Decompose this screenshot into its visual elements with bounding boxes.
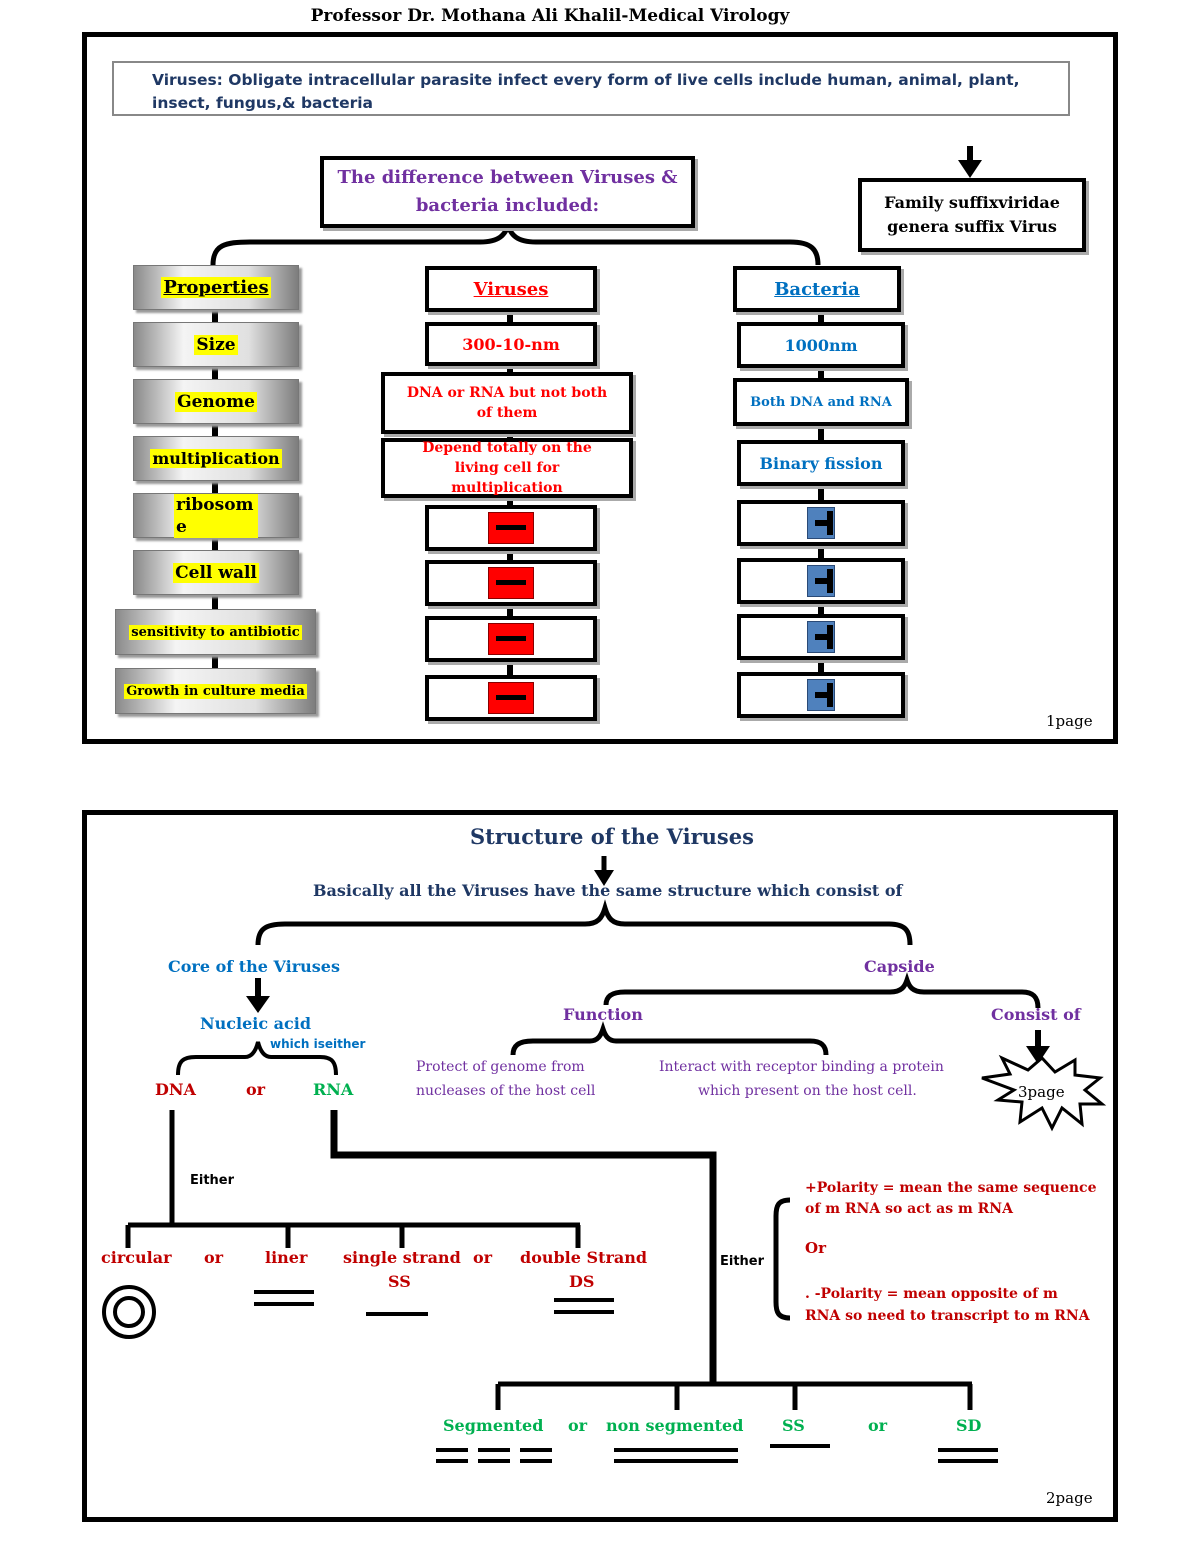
nucleic-acid-label: Nucleic acid <box>200 1014 312 1033</box>
minus-icon <box>488 623 534 655</box>
single-strand-label: single strand <box>343 1248 461 1267</box>
virus-cell-wall-box <box>425 560 597 606</box>
function-protect-line1: Protect of genome from <box>416 1059 585 1075</box>
page2-frame <box>82 810 1118 1522</box>
property-cell-wall: Cell wall <box>173 562 259 583</box>
property-ribosome: ribosome <box>174 493 258 538</box>
property-genome: Genome <box>175 391 257 412</box>
bacteria-multiplication: Binary fission <box>759 453 883 473</box>
virus-multiplication: Depend totally on the living cell for mu… <box>422 440 592 496</box>
virus-multiplication-box: Depend totally on the living cell for mu… <box>381 438 633 498</box>
document-header: Professor Dr. Mothana Ali Khalil-Medical… <box>310 6 790 26</box>
bacteria-culture-box <box>737 672 905 718</box>
viruses-header-box: Viruses <box>425 266 597 312</box>
bacteria-connector <box>818 310 824 682</box>
property-cell-wall-box: Cell wall <box>133 550 299 595</box>
minus-icon <box>488 682 534 714</box>
property-genome-box: Genome <box>133 379 299 424</box>
viruses-header: Viruses <box>473 278 549 300</box>
rna-sd-label: SD <box>956 1416 982 1435</box>
function-interact-line1: Interact with receptor binding a protein <box>659 1059 944 1075</box>
function-label: Function <box>563 1005 643 1024</box>
structure-title: Structure of the Viruses <box>470 824 754 849</box>
or-segmented: or <box>568 1416 588 1435</box>
virus-genome: DNA or RNA but not both of them <box>406 385 608 421</box>
properties-header-box: Properties <box>133 265 299 310</box>
or-single-double: or <box>473 1248 493 1267</box>
property-size-box: Size <box>133 322 299 367</box>
bacteria-cell-wall-box <box>737 558 905 604</box>
bacteria-multiplication-box: Binary fission <box>737 440 905 486</box>
dna-either-label: Either <box>190 1173 235 1188</box>
virus-ribosome-box <box>425 505 597 551</box>
or-ss-sd: or <box>868 1416 888 1435</box>
bacteria-antibiotic-box <box>737 614 905 660</box>
dna-label: DNA <box>155 1080 196 1099</box>
definition-box: Viruses: Obligate intracellular parasite… <box>112 61 1070 116</box>
structure-subtitle: Basically all the Viruses have the same … <box>313 881 903 900</box>
double-strand-label: double Strand <box>520 1248 648 1267</box>
segmented-label: Segmented <box>443 1416 544 1435</box>
liner-label: liner <box>265 1248 308 1267</box>
starburst-shape <box>981 1054 1107 1132</box>
property-size: Size <box>194 334 238 355</box>
which-either-label: which iseither <box>270 1037 366 1051</box>
difference-title: The difference between Viruses & bacteri… <box>337 167 678 216</box>
virus-genome-box: DNA or RNA but not both of them <box>381 372 633 434</box>
rna-either-label: Either <box>720 1254 765 1269</box>
negative-polarity-line2: RNA so need to transcript to m RNA <box>805 1308 1090 1324</box>
function-protect-line2: nucleases of the host cell <box>416 1083 596 1099</box>
bacteria-header-box: Bacteria <box>733 266 901 312</box>
function-interact-line2: which present on the host cell. <box>698 1083 917 1099</box>
property-antibiotic: sensitivity to antibiotic <box>129 624 302 640</box>
capside-label: Capside <box>864 957 935 976</box>
bacteria-header: Bacteria <box>774 278 860 300</box>
property-culture-box: Growth in culture media <box>115 668 316 714</box>
virus-culture-box <box>425 675 597 721</box>
plus-icon <box>807 507 835 539</box>
negative-polarity-line1: . -Polarity = mean opposite of m <box>805 1286 1058 1302</box>
property-antibiotic-box: sensitivity to antibiotic <box>115 609 316 655</box>
page2-label: 2page <box>1046 1489 1093 1507</box>
circular-label: circular <box>101 1248 172 1267</box>
polarity-or: Or <box>805 1239 826 1257</box>
single-strand-abbrev: SS <box>388 1272 411 1291</box>
virus-antibiotic-box <box>425 616 597 662</box>
bacteria-ribosome-box <box>737 500 905 546</box>
plus-icon <box>807 565 835 597</box>
minus-icon <box>488 567 534 599</box>
positive-polarity-line1: +Polarity = mean the same sequence <box>805 1180 1097 1196</box>
plus-icon <box>807 679 835 711</box>
family-suffix-box: Family suffixviridae genera suffix Virus <box>858 178 1086 252</box>
properties-header: Properties <box>161 277 271 298</box>
rna-ss-label: SS <box>782 1416 805 1435</box>
bacteria-genome: Both DNA and RNA <box>750 394 892 410</box>
family-suffix-text: Family suffixviridae genera suffix Virus <box>884 193 1060 236</box>
property-ribosome-box: ribosome <box>133 493 299 538</box>
definition-text: Viruses: Obligate intracellular parasite… <box>152 71 1020 112</box>
non-segmented-label: non segmented <box>606 1416 744 1435</box>
consist-of-label: Consist of <box>991 1005 1081 1024</box>
page3-starburst-label: 3page <box>1018 1083 1065 1101</box>
core-label: Core of the Viruses <box>168 957 340 976</box>
virus-size-box: 300-10-nm <box>425 322 597 366</box>
bacteria-genome-box: Both DNA and RNA <box>733 378 909 426</box>
double-strand-abbrev: DS <box>569 1272 595 1291</box>
property-culture: Growth in culture media <box>124 683 307 699</box>
difference-title-box: The difference between Viruses & bacteri… <box>320 156 695 228</box>
virus-size: 300-10-nm <box>462 334 560 354</box>
or-circular-liner: or <box>204 1248 224 1267</box>
property-multiplication: multiplication <box>150 449 282 468</box>
rna-label: RNA <box>313 1080 354 1099</box>
bacteria-size: 1000nm <box>784 335 858 355</box>
property-multiplication-box: multiplication <box>133 436 299 481</box>
positive-polarity-line2: of m RNA so act as m RNA <box>805 1201 1013 1217</box>
plus-icon <box>807 621 835 653</box>
or-dna-rna: or <box>246 1080 266 1099</box>
page1-label: 1page <box>1046 712 1093 730</box>
minus-icon <box>488 512 534 544</box>
bacteria-size-box: 1000nm <box>737 322 905 368</box>
